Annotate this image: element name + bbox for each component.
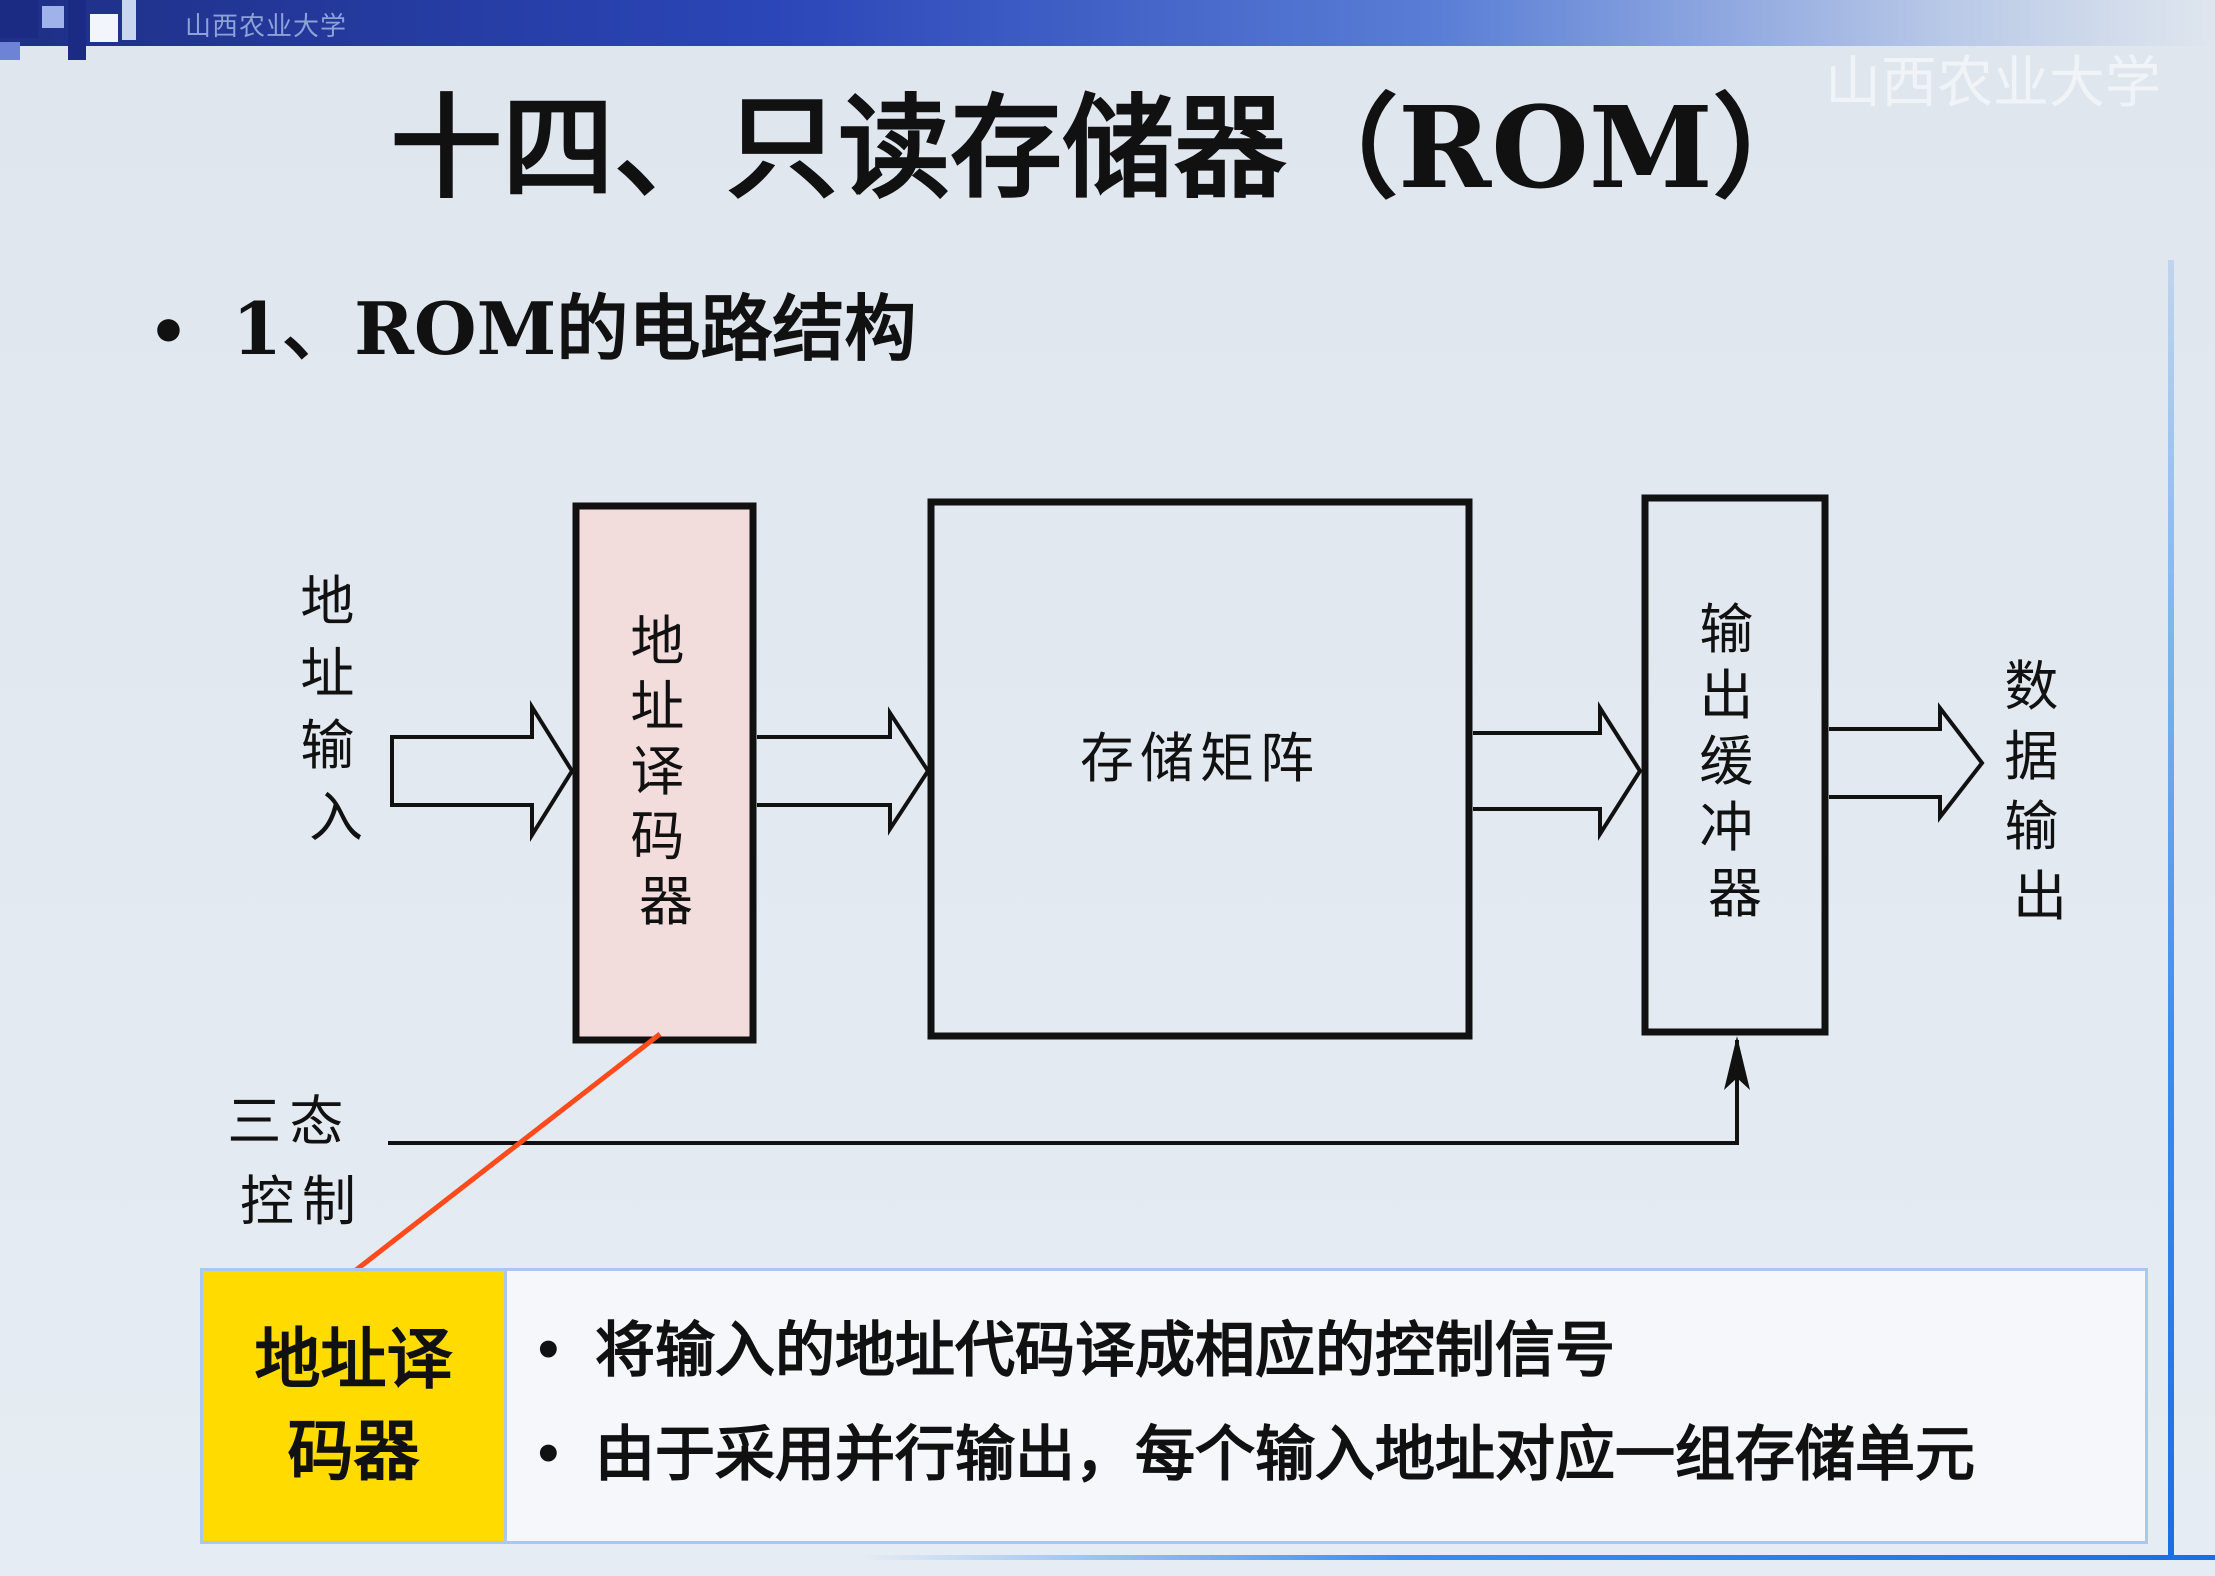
input-arrow: [390, 700, 575, 842]
bullet-dot: •: [533, 1323, 564, 1379]
matrix-to-buffer-arrow: [1473, 701, 1643, 841]
section-heading: 1、ROM的电路结构: [232, 286, 917, 371]
callout-pointer-line: [354, 1032, 662, 1272]
decoder-callout: 地址译码器 • 将输入的地址代码译成相应的控制信号 • 由于采用并行输出，每个输入地…: [200, 1268, 2148, 1544]
buffer-to-output-arrow: [1829, 702, 1985, 823]
callout-item: • 由于采用并行输出，每个输入地址对应一组存储单元: [533, 1415, 2125, 1519]
storage-matrix-label: 存储矩阵: [1080, 727, 1320, 790]
top-banner: [0, 0, 2215, 46]
decoder-to-matrix-arrow: [757, 706, 931, 836]
callout-item-text: 将输入的地址代码译成相应的控制信号: [595, 1316, 1615, 1386]
university-name: 山西农业大学: [185, 12, 348, 42]
section-bullet: • 1、ROM的电路结构: [148, 270, 916, 375]
tristate-control-label: 三态 控制: [227, 1090, 376, 1233]
tristate-control-line: [388, 1040, 1739, 1145]
bottom-accent-rule: [860, 1555, 2215, 1560]
output-buffer-box: [1641, 494, 1829, 1036]
slide-title: 十四、只读存储器（ROM）: [390, 83, 1825, 214]
callout-item: • 将输入的地址代码译成相应的控制信号: [533, 1311, 2125, 1415]
callout-item-text: 由于采用并行输出，每个输入地址对应一组存储单元: [595, 1420, 1975, 1490]
watermark: 山西农业大学: [1825, 51, 2161, 116]
control-arrowhead: [1724, 1036, 1750, 1090]
storage-matrix-box: [927, 498, 1473, 1040]
address-decoder-box: [572, 502, 757, 1044]
banner-logo-squares: [0, 0, 170, 62]
right-accent-rule: [2168, 260, 2174, 1560]
bullet-dot: •: [533, 1427, 564, 1483]
bullet-dot: •: [148, 295, 189, 370]
data-output-label: 数 据 输 出: [2004, 655, 2075, 928]
address-decoder-label: 地 址 译 码 器: [630, 610, 701, 933]
output-buffer-label: 输 出 缓 冲 器: [1699, 598, 1770, 925]
callout-list: • 将输入的地址代码译成相应的控制信号 • 由于采用并行输出，每个输入地址对应一组存…: [533, 1311, 2125, 1519]
address-input-label: 地 址 输 入: [300, 570, 371, 849]
callout-heading: 地址译码器: [203, 1271, 507, 1541]
